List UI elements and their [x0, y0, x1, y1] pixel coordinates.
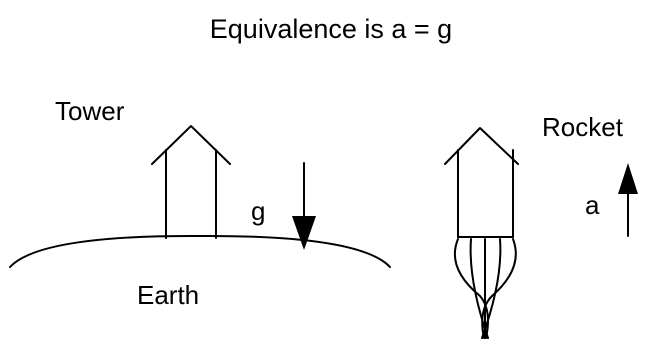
- gravity-arrow-down-icon: [292, 162, 316, 250]
- rocket-exhaust: [453, 238, 517, 339]
- rocket-scene: Rocket a: [444, 112, 638, 339]
- acceleration-arrow-up-icon: [618, 163, 638, 237]
- earth-label: Earth: [137, 280, 199, 310]
- tower-label: Tower: [55, 96, 125, 126]
- tower-roof: [151, 125, 231, 165]
- gravity-label: g: [251, 196, 265, 226]
- rocket-nose: [444, 127, 519, 165]
- tower-scene: Tower Earth g: [9, 96, 391, 310]
- rocket-label: Rocket: [542, 112, 624, 142]
- diagram-title: Equivalence is a = g: [210, 14, 452, 44]
- earth-surface: [9, 234, 391, 268]
- acceleration-label: a: [585, 190, 600, 220]
